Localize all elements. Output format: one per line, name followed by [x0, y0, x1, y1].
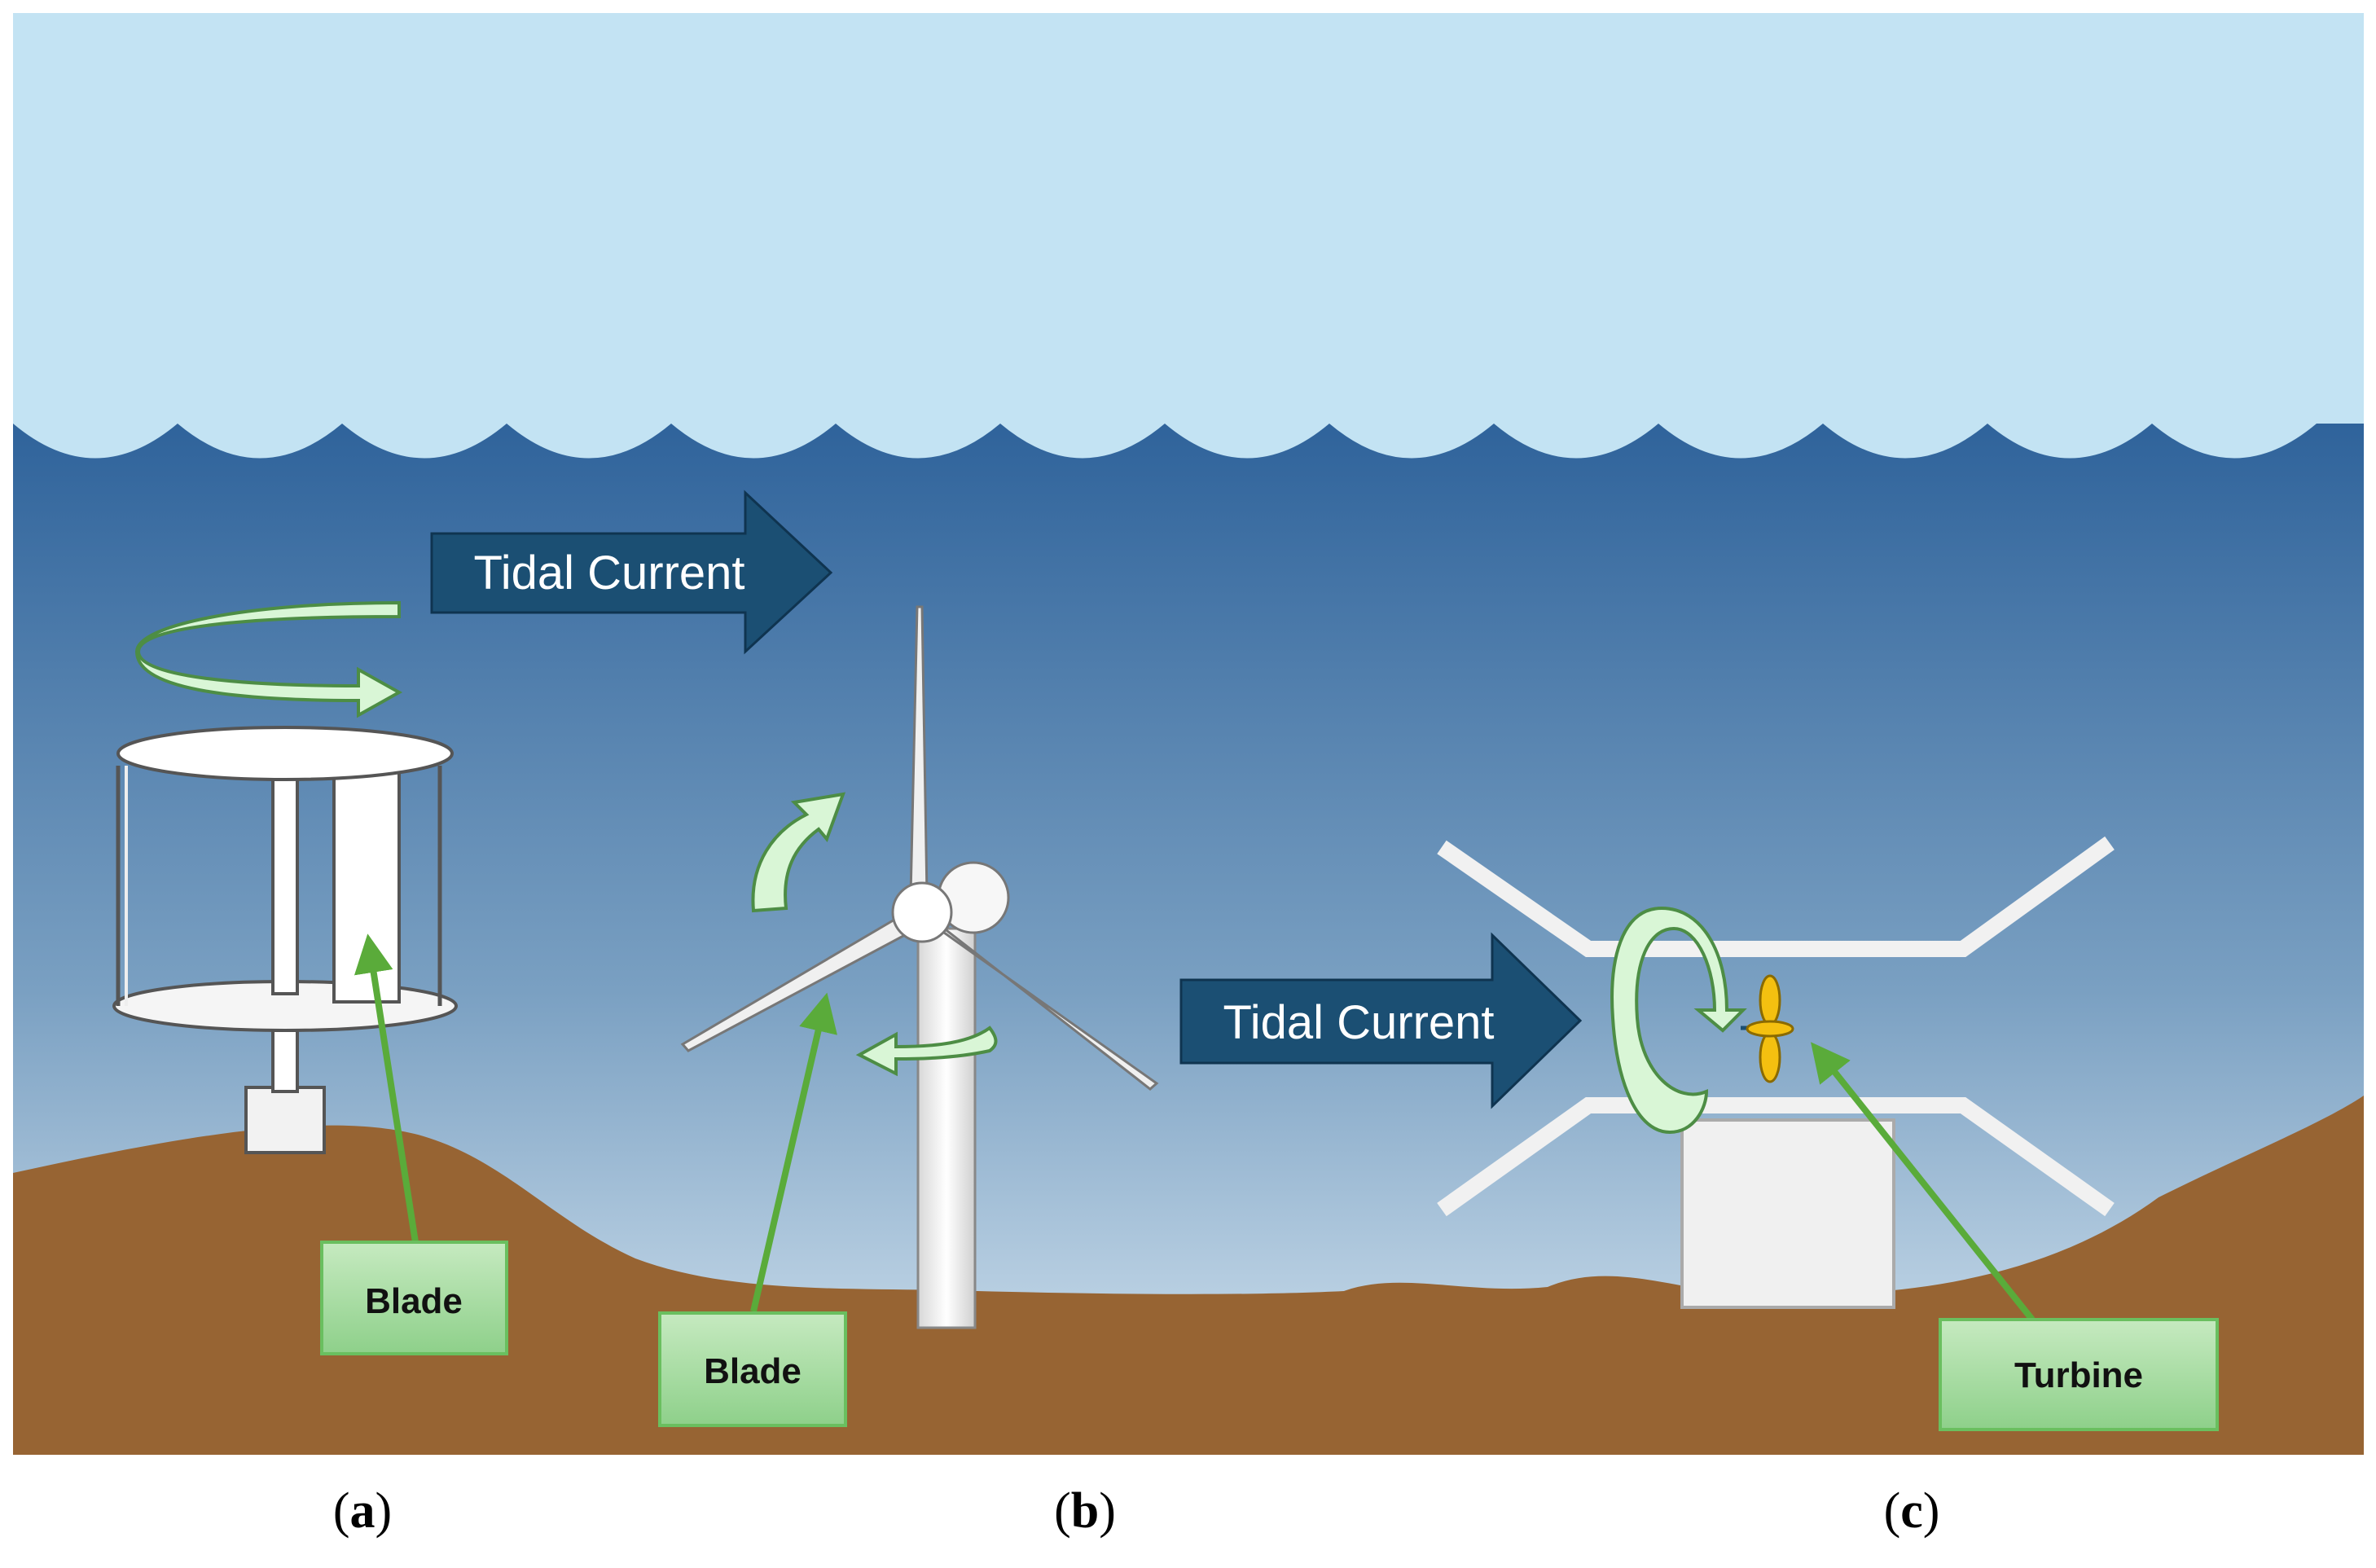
current-arrow-top: [430, 490, 833, 655]
caption-b: (b): [1054, 1483, 1116, 1539]
caption-a: (a): [332, 1483, 393, 1539]
current-label-top: Tidal Current: [473, 547, 744, 600]
horizontal-axis-turbine: [680, 605, 1159, 1329]
label-box-b: [658, 1311, 847, 1427]
ducted-turbine: [1437, 836, 2115, 1309]
pointer-b: [750, 992, 837, 1312]
turbine-c-base: [1680, 1118, 1895, 1309]
pointer-a: [354, 933, 419, 1243]
turbine-a-base: [244, 1086, 326, 1154]
current-label-mid: Tidal Current: [1223, 996, 1494, 1049]
label-turbine-c: Turbine: [2014, 1355, 2143, 1395]
turbine-a-shaft: [271, 764, 299, 995]
rotation-arrow-a: [134, 600, 403, 718]
turbine-a-top-disk: [116, 726, 454, 781]
rotation-arrow-b-bottom: [855, 1026, 998, 1077]
pointer-c: [1811, 1042, 2036, 1322]
label-box-a: [320, 1241, 508, 1355]
turbine-c-rotor: [1741, 974, 1794, 1083]
caption-c: (c): [1883, 1483, 1940, 1539]
label-blade-b: Blade: [704, 1351, 802, 1391]
rotation-arrow-c: [1610, 906, 1747, 1135]
turbine-b-tower: [916, 927, 977, 1329]
turbine-a-blade: [332, 768, 401, 1004]
label-box-c: [1939, 1318, 2219, 1431]
turbine-b-hub: [891, 881, 953, 943]
duct-lower-wall: [1437, 1097, 2115, 1217]
turbine-a-shaft-lower: [271, 1029, 299, 1093]
duct-upper-wall: [1437, 836, 2115, 957]
seabed: [13, 1096, 2364, 1455]
rotation-arrow-b-top: [751, 792, 846, 913]
label-blade-a: Blade: [365, 1281, 463, 1321]
current-arrow-mid: [1179, 932, 1583, 1109]
